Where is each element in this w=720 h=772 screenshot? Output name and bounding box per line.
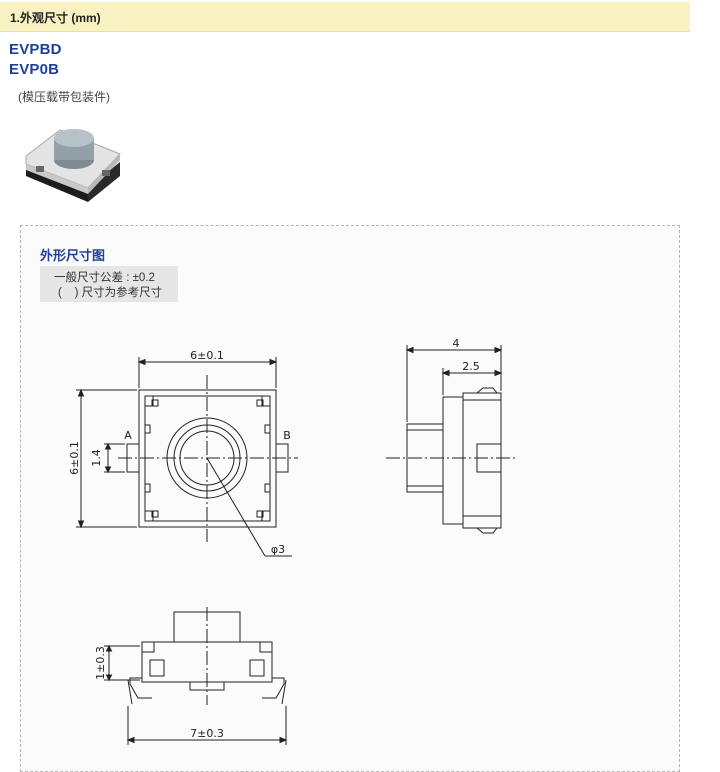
dim-top-width: 6±0.1 bbox=[190, 349, 224, 362]
product-photo bbox=[25, 129, 121, 202]
tolerance-box: 一般尺寸公差 : ±0.2 ( ) 尺寸为参考尺寸 bbox=[40, 266, 178, 302]
dim-side-total: 4 bbox=[453, 337, 460, 350]
dim-diameter: φ3 bbox=[271, 543, 285, 556]
model-name-evp0b: EVP0B bbox=[9, 61, 60, 78]
side-view bbox=[386, 345, 516, 534]
dim-bottom-width: 7±0.3 bbox=[190, 727, 224, 740]
dim-bottom-height: 1±0.3 bbox=[94, 646, 107, 680]
section-title: 1.外观尺寸 (mm) bbox=[10, 11, 101, 25]
front-view bbox=[104, 607, 288, 745]
tolerance-reference: ( ) 尺寸为参考尺寸 bbox=[58, 287, 163, 299]
top-view bbox=[76, 357, 298, 557]
package-note: (模压载带包装件) bbox=[18, 90, 110, 104]
label-a: A bbox=[124, 429, 132, 442]
tolerance-general: 一般尺寸公差 : ±0.2 bbox=[54, 272, 155, 284]
dim-side-partial: 2.5 bbox=[462, 360, 480, 373]
dim-side-height: 6±0.1 bbox=[68, 441, 81, 475]
diagram-title: 外形尺寸图 bbox=[40, 248, 106, 263]
section-header: 1.外观尺寸 (mm) bbox=[0, 2, 690, 32]
label-b: B bbox=[283, 429, 291, 442]
dim-terminal: 1.4 bbox=[90, 449, 103, 467]
model-name-evpbd: EVPBD bbox=[9, 41, 62, 58]
